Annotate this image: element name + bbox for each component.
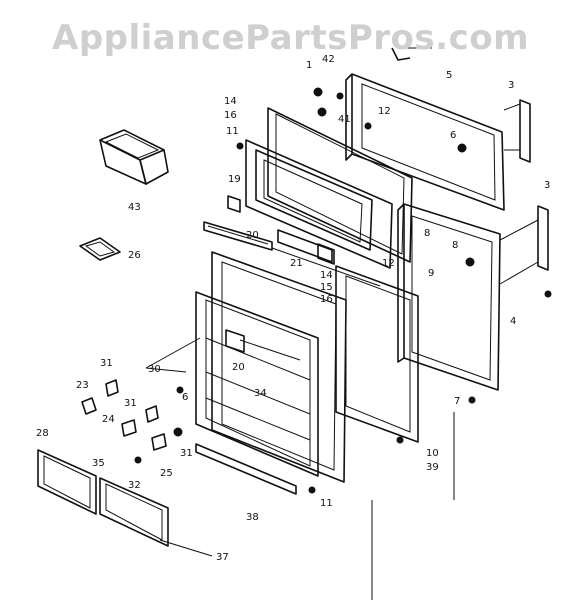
label-11b: 11 xyxy=(320,498,333,509)
label-6b: 6 xyxy=(182,392,188,403)
freezer-outer-door xyxy=(345,73,505,211)
label-1: 1 xyxy=(306,60,312,71)
label-25: 25 xyxy=(160,468,173,479)
fresh-food-door-liner xyxy=(195,251,347,483)
label-8b: 8 xyxy=(452,240,458,251)
label-19: 19 xyxy=(228,174,241,185)
label-20a: 20 xyxy=(246,230,259,241)
label-35: 35 xyxy=(92,458,105,469)
label-30: 30 xyxy=(148,364,161,375)
label-23: 23 xyxy=(76,380,89,391)
label-14a: 14 xyxy=(224,96,237,107)
label-15: 15 xyxy=(320,282,333,293)
label-7: 7 xyxy=(454,396,460,407)
butter-bin xyxy=(99,129,169,185)
label-42: 42 xyxy=(322,54,335,65)
label-12a: 12 xyxy=(378,106,391,117)
label-20b: 20 xyxy=(232,362,245,373)
label-31a: 31 xyxy=(100,358,113,369)
label-26: 26 xyxy=(128,250,141,261)
trim-strip xyxy=(195,443,297,495)
label-31c: 31 xyxy=(180,448,193,459)
latch-piece xyxy=(227,195,241,213)
shelf-gasket-left xyxy=(37,449,97,515)
label-5: 5 xyxy=(446,70,452,81)
label-6a: 6 xyxy=(450,130,456,141)
label-9: 9 xyxy=(428,268,434,279)
label-11a: 11 xyxy=(226,126,239,137)
shelf-bar xyxy=(203,221,273,251)
label-14b: 14 xyxy=(320,270,333,281)
label-3b: 3 xyxy=(544,180,550,191)
site-watermark: AppliancePartsPros.com xyxy=(52,18,530,58)
label-43: 43 xyxy=(128,202,141,213)
label-24: 24 xyxy=(102,414,115,425)
shelf-gasket-right xyxy=(99,477,169,547)
label-10: 10 xyxy=(426,448,439,459)
label-31b: 31 xyxy=(124,398,137,409)
fresh-food-gasket xyxy=(335,265,419,443)
label-41: 41 xyxy=(338,114,351,125)
label-8a: 8 xyxy=(424,228,430,239)
label-28: 28 xyxy=(36,428,49,439)
label-37: 37 xyxy=(216,552,229,563)
label-4: 4 xyxy=(510,316,516,327)
door-handle-lower xyxy=(499,205,552,298)
label-38: 38 xyxy=(246,512,259,523)
label-34: 34 xyxy=(254,388,267,399)
bracket xyxy=(271,229,381,287)
door-handle-upper xyxy=(503,99,531,163)
fresh-food-outer-door xyxy=(397,203,501,404)
label-39: 39 xyxy=(426,462,439,473)
label-16a: 16 xyxy=(224,110,237,121)
label-16b: 16 xyxy=(320,294,333,305)
fasteners-top xyxy=(236,47,467,153)
label-12b: 12 xyxy=(382,258,395,269)
callout-labels: 1 42 5 3 12 6 41 14 16 11 43 19 20 26 8 … xyxy=(36,54,550,563)
label-21: 21 xyxy=(290,258,303,269)
small-tray xyxy=(79,237,121,261)
label-32: 32 xyxy=(128,480,141,491)
freezer-door-liner xyxy=(245,107,413,269)
small-parts xyxy=(81,337,404,557)
label-3a: 3 xyxy=(508,80,514,91)
